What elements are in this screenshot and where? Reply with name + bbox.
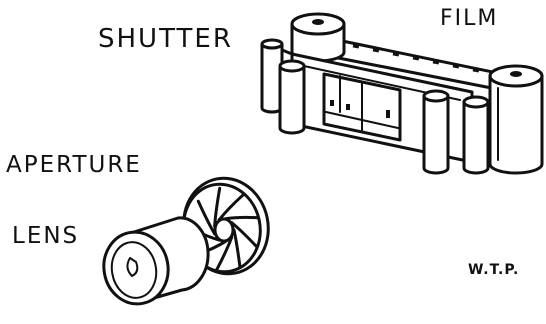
aperture-blade: [214, 235, 234, 273]
film-label: FILM: [440, 6, 499, 31]
aperture-opening: [213, 217, 235, 243]
aperture-blade: [217, 193, 245, 222]
shutter-roller-right-back: [462, 95, 490, 175]
aperture-blade: [230, 221, 258, 248]
aperture-label: APERTURE: [6, 152, 142, 178]
shutter-roller-left-back: [260, 38, 284, 114]
aperture-blade: [232, 228, 242, 269]
aperture-blade: [224, 215, 260, 221]
artist-credit: W.T.P.: [468, 262, 520, 278]
film-takeup-spool: [488, 64, 544, 175]
film-supply-spool: [290, 12, 346, 63]
lens-label: LENS: [12, 223, 80, 249]
aperture-blade: [213, 186, 222, 228]
shutter-label: SHUTTER: [98, 24, 233, 54]
aperture-blade: [196, 199, 217, 236]
shutter-roller-left-front: [278, 59, 306, 135]
film-sprocket-holes: [332, 39, 480, 73]
shutter-roller-right-front: [422, 89, 450, 175]
camera-lens: [102, 216, 210, 306]
